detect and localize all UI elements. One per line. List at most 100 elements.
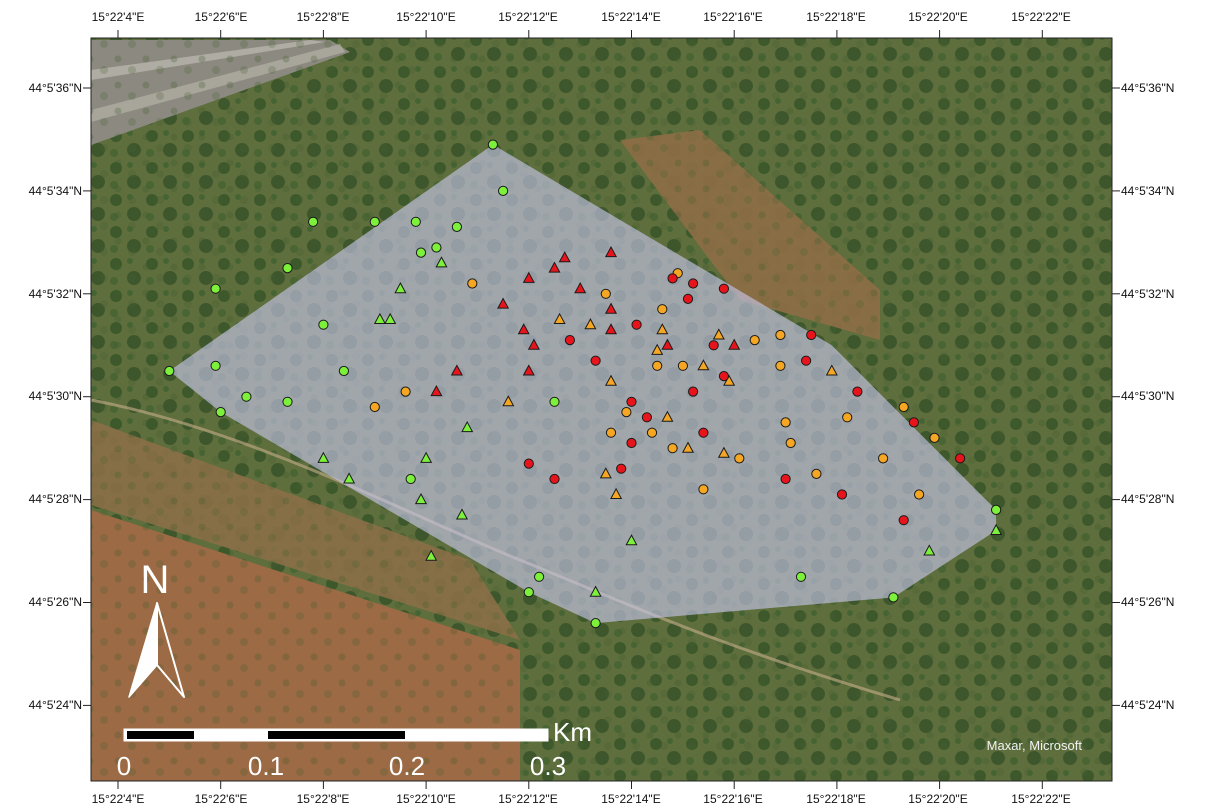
sample-point-red-circle bbox=[688, 278, 699, 289]
sample-point-green-circle bbox=[282, 396, 293, 407]
north-arrow-right-half bbox=[156, 602, 185, 698]
sample-point-red-circle bbox=[718, 283, 730, 294]
sample-point-orange-circle bbox=[811, 468, 822, 479]
sample-point-green-circle bbox=[590, 618, 601, 629]
sample-point-green-circle bbox=[164, 365, 175, 377]
lon-label-bottom: 15°22'20"E bbox=[908, 792, 967, 806]
sample-point-green-circle bbox=[795, 571, 807, 582]
sample-point-orange-circle bbox=[734, 453, 745, 464]
lon-label-top: 15°22'6"E bbox=[195, 10, 248, 24]
sample-point-green-circle bbox=[369, 216, 380, 227]
sample-point-red-triangle bbox=[430, 384, 443, 397]
imagery-credit: Maxar, Microsoft bbox=[987, 738, 1083, 753]
sample-point-orange-triangle bbox=[681, 441, 695, 453]
sample-point-red-triangle bbox=[604, 323, 618, 335]
sample-point-orange-triangle bbox=[651, 343, 664, 355]
sample-point-red-circle bbox=[564, 335, 576, 346]
sample-point-green-triangle bbox=[625, 534, 638, 546]
sample-point-red-triangle bbox=[604, 302, 618, 314]
sample-point-red-triangle bbox=[661, 338, 674, 350]
sample-point-orange-circle bbox=[785, 437, 796, 449]
sample-point-red-circle bbox=[718, 371, 730, 382]
sample-point-orange-circle bbox=[652, 360, 663, 371]
lon-label-top: 15°22'20"E bbox=[908, 10, 967, 24]
sample-point-green-circle bbox=[308, 216, 319, 227]
sample-point-green-triangle bbox=[455, 508, 469, 520]
scale-tick-label: 0 bbox=[117, 751, 131, 781]
sample-point-orange-circle bbox=[775, 329, 786, 341]
sample-point-orange-circle bbox=[467, 278, 478, 289]
sample-point-green-circle bbox=[534, 571, 545, 582]
sample-point-red-triangle bbox=[517, 323, 530, 335]
scale-bar-segment-2 bbox=[268, 731, 405, 739]
lon-label-bottom: 15°22'6"E bbox=[195, 792, 248, 806]
sample-point-red-circle bbox=[908, 417, 920, 428]
lat-label-right: 44°5'32"N bbox=[1121, 287, 1174, 301]
lat-label-left: 44°5'36"N bbox=[29, 81, 82, 95]
sample-point-green-triangle bbox=[589, 585, 602, 597]
sample-point-red-triangle bbox=[728, 338, 741, 350]
sample-point-orange-triangle bbox=[717, 446, 730, 458]
lon-label-top: 15°22'8"E bbox=[297, 10, 350, 24]
sample-point-red-triangle bbox=[522, 364, 535, 376]
sample-point-green-circle bbox=[888, 592, 899, 603]
sample-point-orange-circle bbox=[657, 304, 668, 315]
lat-label-right: 44°5'24"N bbox=[1121, 698, 1174, 712]
sample-points bbox=[164, 139, 1003, 629]
sample-point-red-circle bbox=[852, 386, 863, 397]
sample-point-red-circle bbox=[667, 273, 678, 284]
sample-point-orange-circle bbox=[667, 443, 678, 454]
sample-point-orange-circle bbox=[600, 288, 611, 299]
sample-point-orange-triangle bbox=[825, 364, 838, 376]
lon-label-bottom: 15°22'18"E bbox=[806, 792, 865, 806]
sample-point-red-circle bbox=[698, 427, 709, 438]
sample-point-red-circle bbox=[626, 396, 637, 407]
sample-point-green-circle bbox=[523, 587, 534, 598]
sample-point-red-circle bbox=[616, 463, 627, 474]
sample-point-green-circle bbox=[210, 283, 221, 294]
lat-label-left: 44°5'28"N bbox=[29, 492, 82, 506]
lon-labels-bottom: 15°22'4"E 15°22'6"E 15°22'8"E 15°22'10"E… bbox=[92, 792, 1071, 806]
lon-label-bottom: 15°22'14"E bbox=[601, 792, 660, 806]
lon-label-bottom: 15°22'8"E bbox=[297, 792, 350, 806]
lon-label-bottom: 15°22'4"E bbox=[92, 792, 145, 806]
map-frame bbox=[90, 37, 1113, 782]
sample-point-green-triangle bbox=[923, 544, 936, 556]
study-area-polygon bbox=[169, 144, 997, 624]
sample-point-orange-circle bbox=[914, 489, 925, 500]
sample-point-green-triangle bbox=[317, 451, 330, 463]
sample-point-green-circle bbox=[405, 473, 416, 485]
lon-label-top: 15°22'16"E bbox=[703, 10, 762, 24]
sample-point-orange-circle bbox=[677, 360, 689, 371]
sample-point-green-circle bbox=[410, 216, 421, 227]
lat-label-left: 44°5'30"N bbox=[29, 389, 82, 403]
sample-point-red-circle bbox=[836, 489, 848, 500]
lon-label-bottom: 15°22'16"E bbox=[703, 792, 762, 806]
sample-point-red-triangle bbox=[604, 245, 618, 258]
scale-tick-label: 0.3 bbox=[530, 751, 566, 781]
lon-label-top: 15°22'18"E bbox=[806, 10, 865, 24]
scale-unit-label: Km bbox=[553, 717, 592, 747]
sample-point-orange-triangle bbox=[502, 395, 515, 407]
lon-labels-top: 15°22'4"E 15°22'6"E 15°22'8"E 15°22'10"E… bbox=[92, 10, 1071, 24]
lat-label-right: 44°5'26"N bbox=[1121, 595, 1174, 609]
sample-point-red-circle bbox=[688, 386, 699, 397]
sample-point-red-triangle bbox=[574, 282, 587, 294]
lon-label-bottom: 15°22'22"E bbox=[1011, 792, 1070, 806]
sample-point-red-triangle bbox=[497, 297, 510, 309]
sample-point-green-circle bbox=[215, 407, 226, 418]
sample-point-orange-circle bbox=[780, 417, 791, 428]
sample-point-green-circle bbox=[338, 365, 349, 377]
lon-label-top: 15°22'14"E bbox=[601, 10, 660, 24]
sample-point-red-circle bbox=[641, 412, 653, 423]
sample-point-green-circle bbox=[498, 185, 509, 196]
lon-label-bottom: 15°22'12"E bbox=[498, 792, 557, 806]
lat-label-right: 44°5'28"N bbox=[1121, 492, 1174, 506]
lat-label-left: 44°5'34"N bbox=[29, 184, 82, 198]
sample-point-green-circle bbox=[282, 263, 293, 274]
sample-point-green-triangle bbox=[420, 451, 433, 463]
sample-point-orange-triangle bbox=[697, 359, 710, 371]
sample-point-red-triangle bbox=[527, 338, 540, 350]
sample-point-red-circle bbox=[682, 293, 694, 304]
